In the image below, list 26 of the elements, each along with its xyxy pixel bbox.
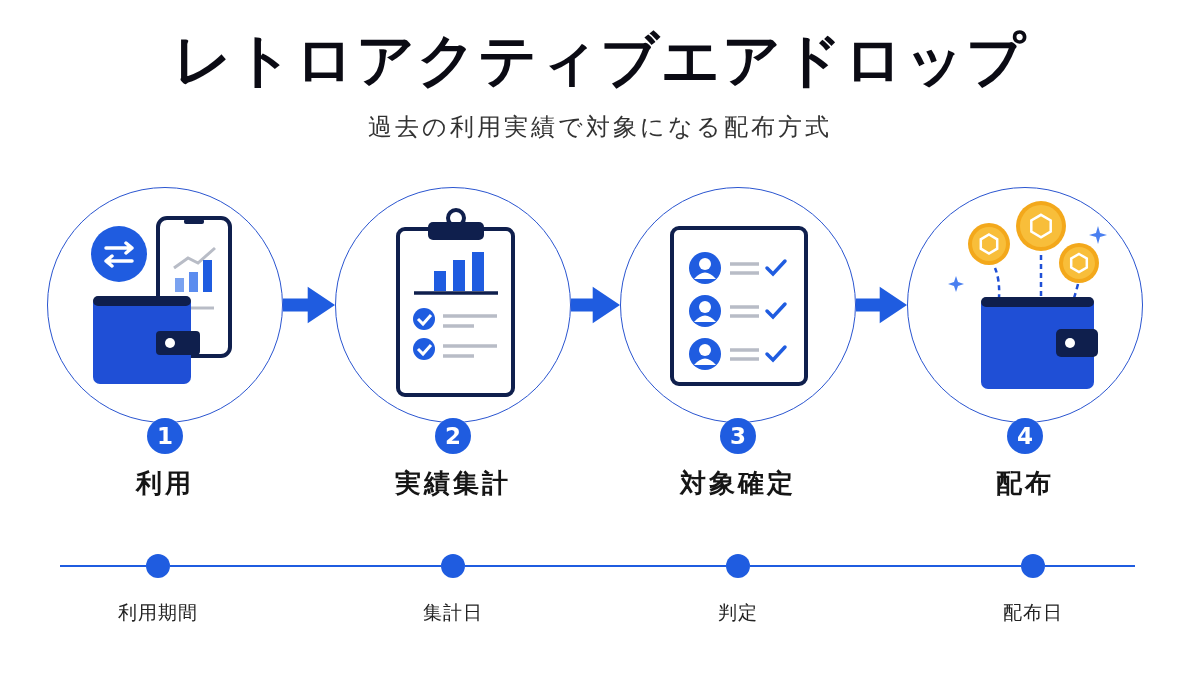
timeline-label: 利用期間 bbox=[117, 600, 199, 625]
timeline-line bbox=[169, 565, 442, 567]
timeline-label: 集計日 bbox=[422, 600, 484, 625]
timeline-line bbox=[59, 565, 147, 567]
step-number-badge: 1 bbox=[147, 418, 183, 454]
timeline-dot bbox=[441, 554, 465, 578]
timeline-label: 判定 bbox=[717, 600, 759, 625]
step-number-badge: 2 bbox=[435, 418, 471, 454]
timeline-dot bbox=[726, 554, 750, 578]
step-label: 利用 bbox=[134, 467, 195, 500]
step-number-badge: 3 bbox=[720, 418, 756, 454]
step-label: 対象確定 bbox=[678, 467, 797, 500]
step-label: 配布 bbox=[995, 467, 1055, 500]
timeline-label: 配布日 bbox=[1002, 600, 1064, 625]
timeline-line bbox=[749, 565, 1022, 567]
subtitle: 過去の利用実績で対象になる配布方式 bbox=[367, 112, 833, 143]
arrow bbox=[571, 286, 620, 324]
arrow bbox=[856, 286, 907, 324]
step-number-badge: 4 bbox=[1007, 418, 1043, 454]
step-label: 実績集計 bbox=[394, 467, 512, 500]
arrow bbox=[283, 286, 335, 324]
timeline-dot bbox=[146, 554, 170, 578]
timeline-line bbox=[1044, 565, 1136, 567]
title: レトロアクティブエアドロップ bbox=[172, 25, 1028, 96]
timeline-dot bbox=[1021, 554, 1045, 578]
timeline-line bbox=[464, 565, 727, 567]
